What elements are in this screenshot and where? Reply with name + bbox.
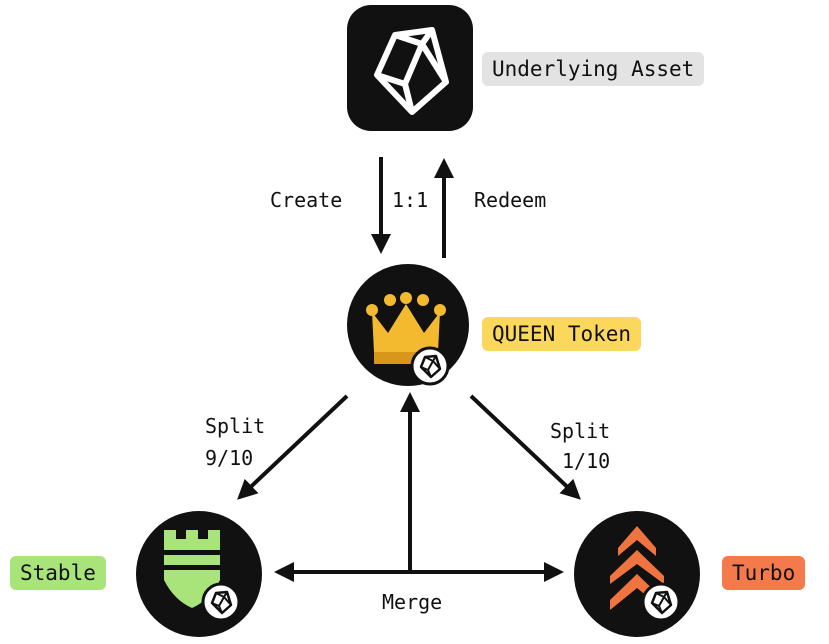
split-left-label: Split 9/10 xyxy=(205,410,265,474)
gem-icon xyxy=(374,27,449,115)
underlying-asset-tag: Underlying Asset xyxy=(482,52,705,86)
split-right-ratio: 1/10 xyxy=(562,449,611,473)
split-left-arrow xyxy=(237,394,349,500)
underlying-asset-node xyxy=(347,5,473,131)
turbo-tag: Turbo xyxy=(722,556,806,590)
queen-token-node xyxy=(347,264,469,386)
split-right-word: Split xyxy=(550,419,611,443)
stable-tag: Stable xyxy=(10,556,106,590)
redeem-label: Redeem xyxy=(474,188,547,212)
split-left-ratio: 9/10 xyxy=(205,446,254,470)
ratio-label: 1:1 xyxy=(392,188,429,212)
create-label: Create xyxy=(270,188,343,212)
gem-icon xyxy=(410,346,450,386)
split-right-label: Split 1/10 xyxy=(550,416,610,476)
gem-icon xyxy=(641,582,681,622)
gem-icon xyxy=(201,582,241,622)
split-left-word: Split xyxy=(205,414,266,438)
queen-token-tag: QUEEN Token xyxy=(482,317,642,351)
turbo-node xyxy=(574,511,700,637)
merge-label: Merge xyxy=(382,590,443,614)
stable-node xyxy=(136,511,262,637)
split-right-arrow xyxy=(469,394,581,500)
